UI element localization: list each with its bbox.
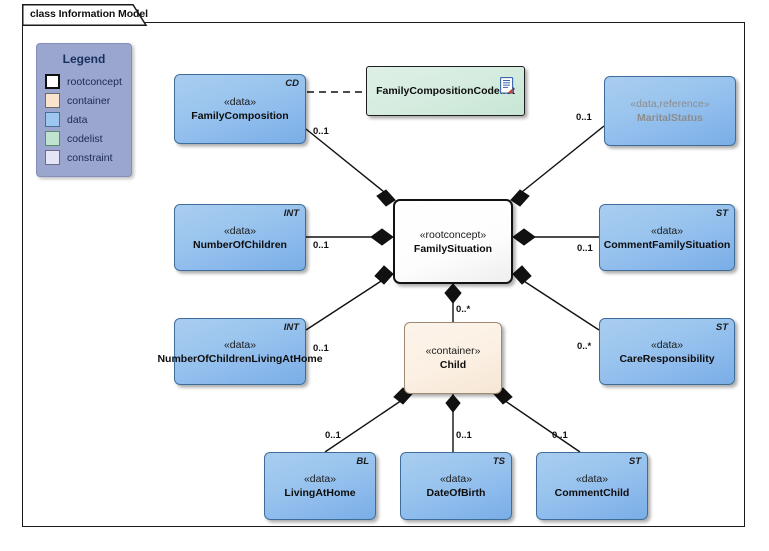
class-node-livingathome[interactable]: BL «data» LivingAtHome bbox=[264, 452, 376, 520]
legend-swatch-rootconcept bbox=[45, 74, 60, 89]
class-code-numberofchildrenlivingathome: INT bbox=[283, 322, 299, 333]
class-name-numberofchildren: NumberOfChildren bbox=[193, 238, 287, 251]
class-code-numberofchildren: INT bbox=[283, 208, 299, 219]
legend-label-data: data bbox=[67, 113, 88, 126]
class-code-livingathome: BL bbox=[356, 456, 369, 467]
legend-label-constraint: constraint bbox=[67, 151, 113, 164]
class-node-familysituation[interactable]: «rootconcept» FamilySituation bbox=[393, 199, 513, 284]
class-node-numberofchildrenlivingathome[interactable]: INT «data» NumberOfChildrenLivingAtHome bbox=[157, 318, 323, 385]
class-code-commentfamilysituation: ST bbox=[715, 208, 728, 219]
legend-panel: Legend rootconcept container data codeli… bbox=[36, 43, 132, 177]
class-name-numberofchildrenlivingathome: NumberOfChildrenLivingAtHome bbox=[157, 352, 323, 365]
class-node-commentfamilysituation[interactable]: ST «data» CommentFamilySituation bbox=[599, 204, 735, 271]
diagram-frame bbox=[22, 22, 745, 527]
diagram-title: class Information Model bbox=[30, 8, 148, 20]
legend-label-rootconcept: rootconcept bbox=[67, 75, 122, 88]
class-name-commentfamilysituation: CommentFamilySituation bbox=[603, 238, 731, 251]
multiplicity-commentfamilysituation: 0..1 bbox=[577, 243, 593, 254]
class-stereotype-maritalstatus: «data,reference» bbox=[630, 98, 710, 110]
class-stereotype-child: «container» bbox=[425, 345, 481, 357]
class-name-familysituation: FamilySituation bbox=[413, 242, 493, 255]
document-report-icon bbox=[500, 77, 514, 94]
frame-tab-shape bbox=[22, 4, 148, 26]
class-name-maritalstatus: MaritalStatus bbox=[637, 112, 703, 124]
class-name-careresponsibility: CareResponsibility bbox=[619, 352, 715, 365]
legend-label-container: container bbox=[67, 94, 111, 107]
class-code-familycomposition: CD bbox=[285, 78, 299, 89]
legend-swatch-constraint bbox=[45, 150, 60, 165]
multiplicity-dateofbirth: 0..1 bbox=[456, 430, 472, 441]
class-stereotype-careresponsibility: «data» bbox=[650, 338, 684, 351]
legend-swatch-data bbox=[45, 112, 60, 127]
class-node-familycomposition[interactable]: CD «data» FamilyComposition bbox=[174, 74, 306, 144]
legend-item-data: data bbox=[45, 110, 131, 129]
class-stereotype-numberofchildrenlivingathome: «data» bbox=[223, 338, 257, 351]
class-code-careresponsibility: ST bbox=[715, 322, 728, 333]
class-name-familycomposition: FamilyComposition bbox=[191, 110, 289, 122]
class-stereotype-livingathome: «data» bbox=[303, 473, 337, 485]
multiplicity-careresponsibility: 0..* bbox=[577, 341, 592, 352]
class-name-livingathome: LivingAtHome bbox=[284, 487, 356, 499]
legend-item-constraint: constraint bbox=[45, 148, 131, 167]
class-name-commentchild: CommentChild bbox=[554, 487, 630, 499]
multiplicity-livingathome: 0..1 bbox=[325, 430, 341, 441]
class-stereotype-commentfamilysituation: «data» bbox=[650, 224, 684, 237]
legend-rows: rootconcept container data codelist cons… bbox=[37, 72, 131, 167]
class-name-familycompositioncodelist: FamilyCompositionCodelist bbox=[376, 85, 515, 97]
class-code-dateofbirth: TS bbox=[492, 456, 505, 467]
legend-item-codelist: codelist bbox=[45, 129, 131, 148]
class-stereotype-familycomposition: «data» bbox=[223, 96, 257, 108]
class-node-numberofchildren[interactable]: INT «data» NumberOfChildren bbox=[174, 204, 306, 271]
class-code-commentchild: ST bbox=[628, 456, 641, 467]
multiplicity-familycomposition: 0..1 bbox=[313, 126, 329, 137]
multiplicity-numberofchildren: 0..1 bbox=[313, 240, 329, 251]
class-node-maritalstatus[interactable]: «data,reference» MaritalStatus bbox=[604, 76, 736, 146]
multiplicity-child: 0..* bbox=[456, 304, 471, 315]
legend-swatch-codelist bbox=[45, 131, 60, 146]
multiplicity-commentchild: 0..1 bbox=[552, 430, 568, 441]
class-stereotype-commentchild: «data» bbox=[575, 473, 609, 485]
legend-swatch-container bbox=[45, 93, 60, 108]
class-node-dateofbirth[interactable]: TS «data» DateOfBirth bbox=[400, 452, 512, 520]
class-stereotype-dateofbirth: «data» bbox=[439, 473, 473, 485]
legend-item-rootconcept: rootconcept bbox=[45, 72, 131, 91]
class-node-commentchild[interactable]: ST «data» CommentChild bbox=[536, 452, 648, 520]
class-node-careresponsibility[interactable]: ST «data» CareResponsibility bbox=[599, 318, 735, 385]
legend-item-container: container bbox=[45, 91, 131, 110]
class-stereotype-numberofchildren: «data» bbox=[223, 224, 257, 237]
legend-title: Legend bbox=[62, 52, 106, 66]
class-name-child: Child bbox=[439, 359, 467, 371]
class-node-familycompositioncodelist[interactable]: FamilyCompositionCodelist bbox=[366, 66, 525, 116]
legend-label-codelist: codelist bbox=[67, 132, 103, 145]
class-name-dateofbirth: DateOfBirth bbox=[426, 487, 486, 499]
diagram-frame-tab: class Information Model bbox=[22, 4, 148, 26]
multiplicity-maritalstatus: 0..1 bbox=[576, 112, 592, 123]
multiplicity-numberofchildrenlivingathome: 0..1 bbox=[313, 343, 329, 354]
class-stereotype-familysituation: «rootconcept» bbox=[419, 228, 487, 241]
class-node-child[interactable]: «container» Child bbox=[404, 322, 502, 394]
